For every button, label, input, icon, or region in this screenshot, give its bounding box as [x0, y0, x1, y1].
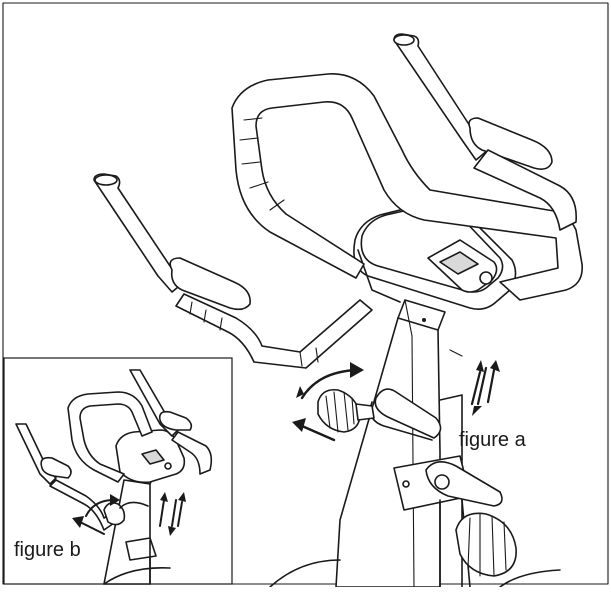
- lower-bracket-b: [125, 537, 157, 561]
- curved-rotate-arrow-icon-a: [296, 362, 364, 400]
- figure-a-drawing: figure a: [93, 33, 583, 588]
- right-grip-pad: [468, 117, 553, 170]
- console-b: [115, 429, 186, 484]
- console-button-a: [479, 271, 493, 285]
- left-grip-pad: [169, 257, 251, 311]
- handlebar-a: [93, 33, 583, 369]
- curved-rotate-arrow-icon-b: [85, 494, 120, 517]
- console-screen-a: [439, 251, 479, 275]
- outer-frame: [2, 2, 609, 585]
- up-down-arrows-icon-a: [470, 360, 500, 416]
- figure-b-inset: figure b: [3, 357, 233, 585]
- up-down-arrows-icon-b: [159, 492, 186, 536]
- lower-frame-a: [269, 455, 561, 588]
- adjustment-knob-b: [103, 501, 149, 526]
- handlebar-b: [15, 369, 213, 531]
- console-screen-b: [141, 449, 165, 465]
- figure-b-label: figure b: [14, 539, 81, 561]
- straight-pull-arrow-icon-b: [72, 516, 105, 535]
- figure-a-label: figure a: [459, 429, 527, 451]
- adjustment-knob-a: [317, 388, 375, 433]
- resistance-knob: [455, 512, 517, 577]
- straight-pull-arrow-icon-a: [292, 418, 336, 442]
- stem-post: [335, 299, 463, 588]
